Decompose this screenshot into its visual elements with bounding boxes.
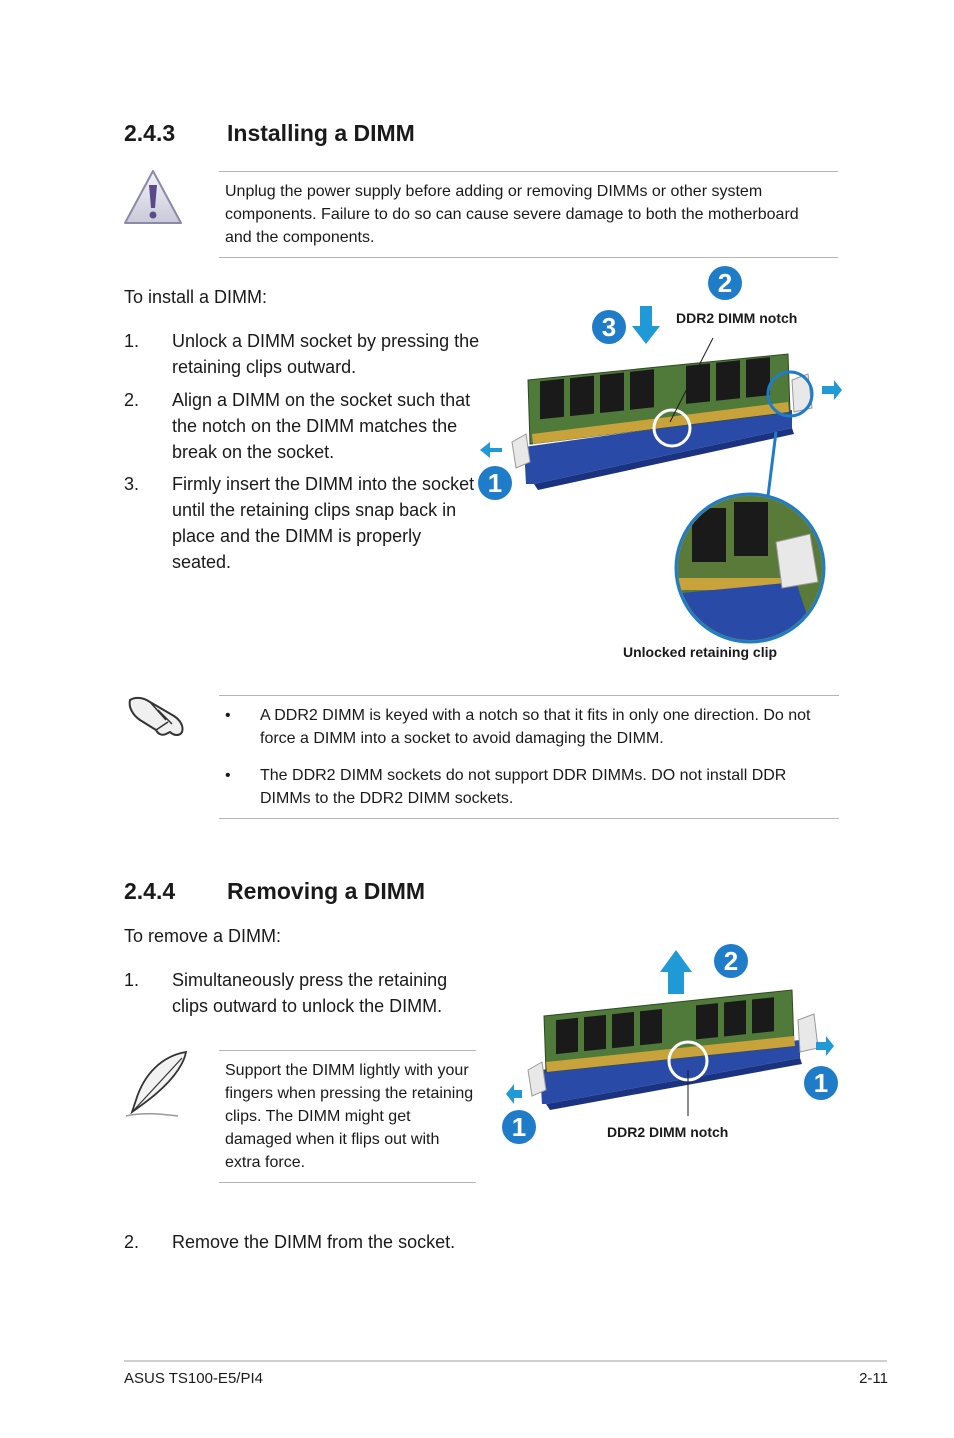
warning-bottom-rule	[219, 257, 838, 258]
tip-bottom-rule	[219, 1182, 476, 1183]
feather-tip-icon	[122, 1048, 192, 1120]
step-number: 2.	[124, 1232, 140, 1252]
step-text: Simultaneously press the retaining clips…	[172, 970, 448, 1016]
section-title: Installing a DIMM	[227, 120, 415, 146]
step-badge-2: 2	[714, 944, 748, 978]
install-dimm-illustration	[480, 306, 842, 644]
footer-right: 2-11	[859, 1370, 888, 1387]
install-steps: 1. Unlock a DIMM socket by pressing the …	[124, 328, 484, 588]
step-badge-2: 2	[708, 266, 742, 300]
clip-label: Unlocked retaining clip	[623, 644, 778, 660]
step-badge-1: 1	[478, 466, 512, 500]
step-text: Align a DIMM on the socket such that the…	[172, 390, 471, 462]
section-heading-install: 2.4.3 Installing a DIMM	[124, 120, 624, 150]
footer-rule	[124, 1360, 887, 1362]
note-bottom-rule	[219, 818, 839, 819]
notch-label: DDR2 DIMM notch	[676, 310, 798, 326]
step-badge-1-left: 1	[502, 1110, 536, 1144]
note-text: A DDR2 DIMM is keyed with a notch so tha…	[260, 707, 811, 747]
remove-step-1: 1. Simultaneously press the retaining cl…	[124, 967, 484, 1023]
note-item-2: • The DDR2 DIMM sockets do not support D…	[225, 764, 845, 814]
note-item-1: • A DDR2 DIMM is keyed with a notch so t…	[225, 704, 845, 754]
step-text: Remove the DIMM from the socket.	[172, 1232, 456, 1252]
tip-text: Support the DIMM lightly with your finge…	[225, 1062, 474, 1171]
install-intro: To install a DIMM:	[124, 287, 268, 307]
step-text: Firmly insert the DIMM into the socket u…	[172, 474, 475, 572]
warning-text: Unplug the power supply before adding or…	[225, 183, 799, 246]
notch-label: DDR2 DIMM notch	[607, 1124, 729, 1140]
step-number: 2.	[124, 390, 140, 410]
step-number: 3.	[124, 474, 140, 494]
step-number: 1.	[124, 970, 140, 990]
install-dimm-figure: 2 3 1 DDR2 DIMM notch Unlocked retaining…	[476, 262, 856, 662]
step-badge-3: 3	[592, 310, 626, 344]
tip-top-rule	[219, 1050, 476, 1051]
bullet: •	[225, 767, 231, 784]
section-heading-remove: 2.4.4 Removing a DIMM	[124, 878, 624, 908]
note-top-rule	[219, 695, 839, 696]
note-list: • A DDR2 DIMM is keyed with a notch so t…	[225, 704, 845, 814]
step-text: Unlock a DIMM socket by pressing the ret…	[172, 331, 480, 377]
hand-note-icon	[126, 690, 188, 740]
step-badge-1-right: 1	[804, 1066, 838, 1100]
section-number: 2.4.4	[124, 878, 176, 904]
warning-top-rule	[219, 171, 838, 172]
note-text: The DDR2 DIMM sockets do not support DDR…	[260, 767, 787, 807]
warning-icon	[122, 168, 184, 226]
step-number: 1.	[124, 331, 140, 351]
remove-dimm-illustration	[506, 950, 834, 1116]
remove-dimm-figure: 2 1 1 DDR2 DIMM notch	[500, 944, 850, 1144]
remove-intro: To remove a DIMM:	[124, 926, 282, 946]
section-title: Removing a DIMM	[227, 878, 426, 904]
footer-left: ASUS TS100-E5/PI4	[124, 1370, 263, 1387]
bullet: •	[225, 707, 231, 724]
section-number: 2.4.3	[124, 120, 176, 146]
remove-step-2: 2. Remove the DIMM from the socket.	[124, 1229, 524, 1257]
